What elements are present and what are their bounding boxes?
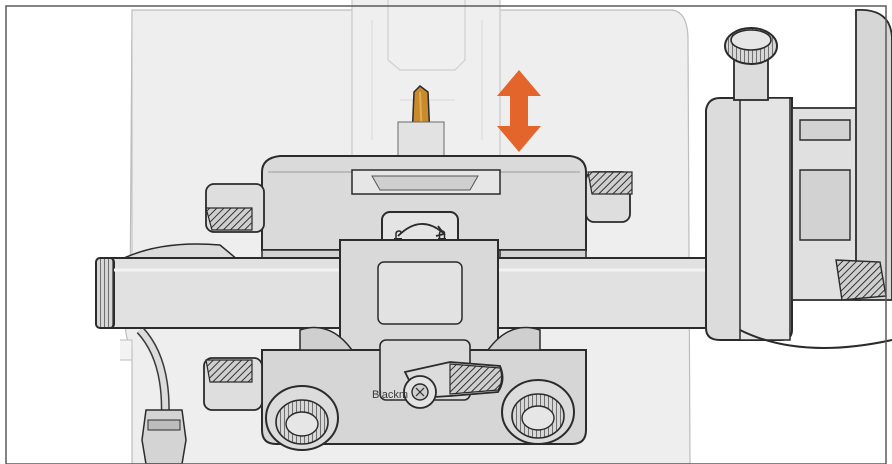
upper-clamp-body — [261, 155, 587, 251]
top-knob[interactable] — [724, 27, 778, 101]
left-lower-knob[interactable] — [203, 357, 339, 451]
locking-lever[interactable] — [379, 339, 504, 409]
pin-cradle-slot — [371, 175, 479, 191]
cable-right — [739, 329, 892, 349]
lever-grip — [449, 363, 503, 395]
viewfinder-arm-detail — [799, 119, 851, 241]
lower-clamp-side-left — [299, 326, 354, 351]
camera-body-notch — [120, 339, 133, 361]
viewfinder-housing — [855, 9, 892, 301]
cable-connector-band — [147, 419, 181, 431]
rod-end-knurl — [95, 257, 115, 329]
viewfinder-lever — [835, 259, 887, 301]
right-lower-knob[interactable] — [501, 379, 575, 445]
right-latch-grip — [587, 171, 633, 195]
figure-frame — [5, 5, 887, 464]
lower-clamp-side-right — [486, 326, 541, 351]
cable-connector — [141, 409, 187, 464]
right-mount-face — [739, 97, 791, 341]
double-arrow-icon — [497, 70, 541, 152]
brand-label: Blackm — [372, 389, 408, 401]
center-collar-face — [377, 261, 463, 325]
top-slot-inner — [387, 0, 466, 71]
left-latch-grip — [205, 207, 253, 231]
